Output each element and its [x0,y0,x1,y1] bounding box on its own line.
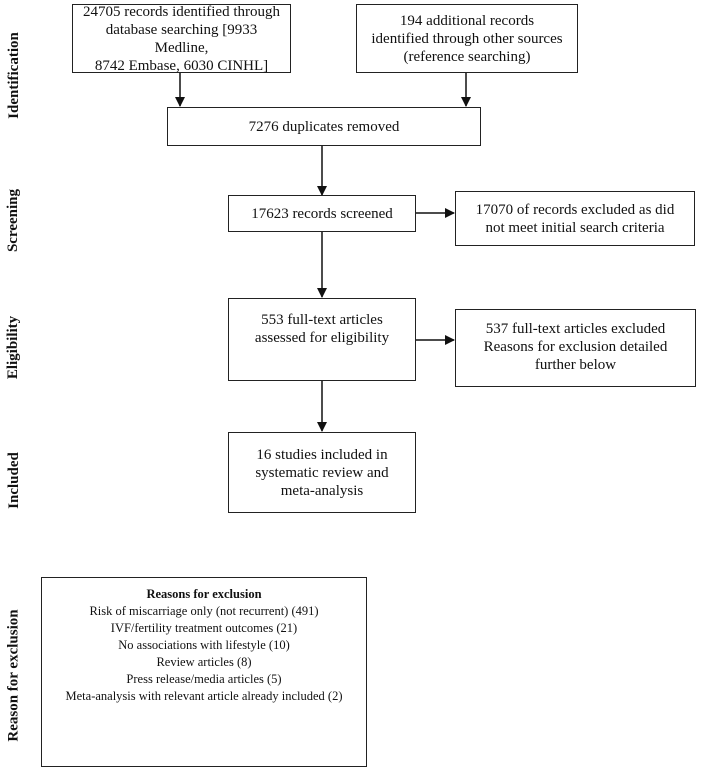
reason-item: Review articles (8) [156,655,252,669]
box-records-screened: 17623 records screened [228,195,416,232]
box-studies-included: 16 studies included in systematic review… [228,432,416,513]
reason-item: No associations with lifestyle (10) [118,638,290,652]
box-fulltext-excluded: 537 full-text articles excluded Reasons … [455,309,696,387]
reason-item: IVF/fertility treatment outcomes (21) [110,621,298,635]
reasons-title: Reasons for exclusion [146,587,262,601]
box-fulltext-assessed: 553 full-text articles assessed for elig… [228,298,416,381]
box-reasons-for-exclusion: Reasons for exclusion Risk of miscarriag… [41,577,367,767]
box-database-records: 24705 records identified through databas… [72,4,291,74]
box-duplicates-removed: 7276 duplicates removed [167,107,481,146]
box-records-excluded: 17070 of records excluded as did not mee… [455,191,695,246]
reason-item: Meta-analysis with relevant article alre… [65,689,343,703]
reason-item: Risk of miscarriage only (not recurrent)… [89,604,319,618]
reason-item: Press release/media articles (5) [126,672,282,686]
box-other-records: 194 additional records identified throug… [356,4,578,73]
